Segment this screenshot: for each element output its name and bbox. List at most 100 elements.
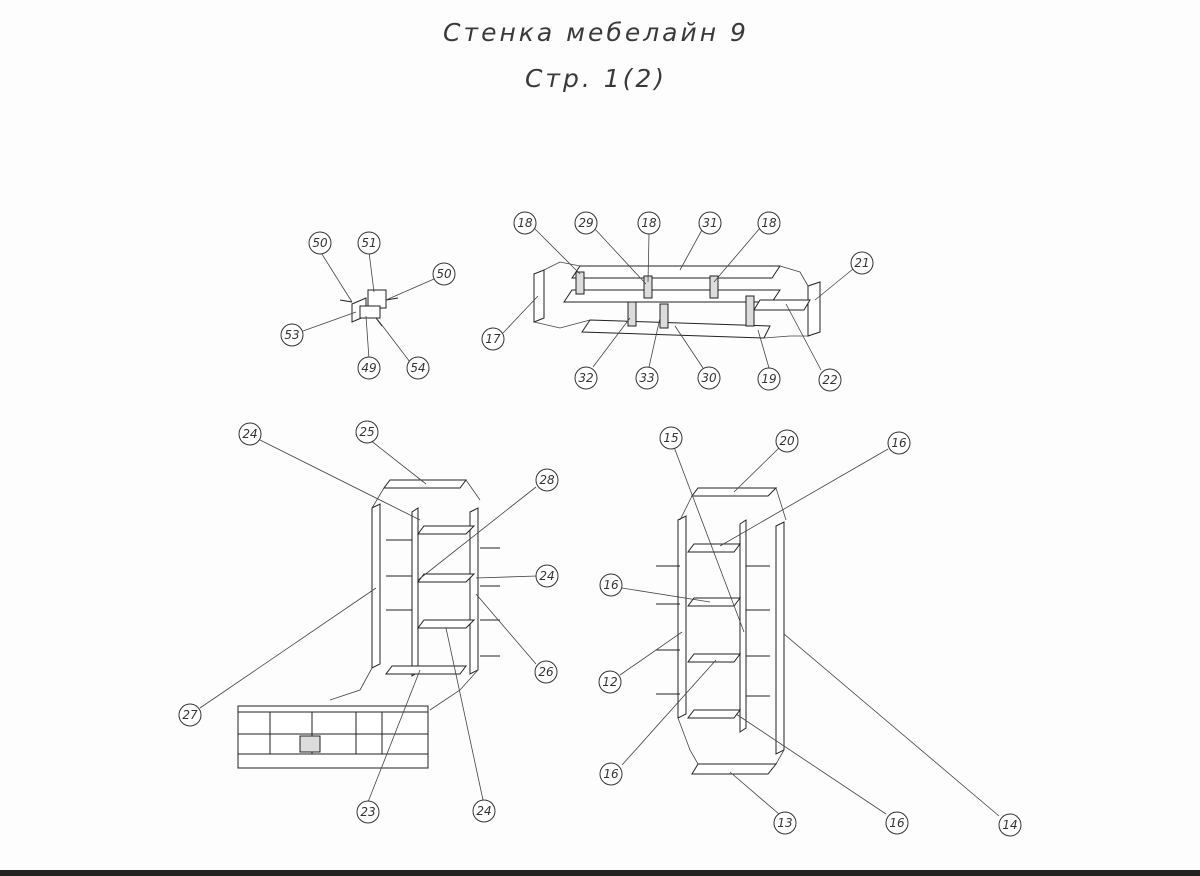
callout: 24 <box>472 799 496 823</box>
wall-shelf-top-board <box>571 265 781 279</box>
wall-shelf-partition <box>627 301 637 327</box>
callout-number: 31 <box>702 216 717 230</box>
callout: 30 <box>697 366 721 390</box>
callout: 13 <box>773 811 797 835</box>
corner-unit-assembly-line <box>429 669 479 711</box>
callout: 27 <box>178 703 202 727</box>
callout-number: 29 <box>578 216 593 230</box>
callout: 15 <box>659 426 683 450</box>
callout: 20 <box>775 429 799 453</box>
callout-number: 15 <box>663 431 678 445</box>
callout-number: 51 <box>361 236 376 250</box>
callouts-tall-cabinet: 15 20 16 16 12 16 13 16 14 <box>598 426 1022 837</box>
callout-number: 27 <box>182 708 198 722</box>
callout: 32 <box>574 366 598 390</box>
callout: 22 <box>818 368 842 392</box>
tall-cabinet-left-side <box>677 515 687 719</box>
callout: 53 <box>280 323 304 347</box>
tall-cabinet-shelf <box>687 709 741 719</box>
callout-number: 16 <box>603 767 619 781</box>
callout: 50 <box>432 262 456 286</box>
tall-cabinet-unit <box>656 487 787 775</box>
wall-shelf-end-board <box>753 299 811 311</box>
callout-number: 24 <box>242 427 257 441</box>
callout: 50 <box>308 231 332 255</box>
page-label: Стр. 1(2) <box>524 64 668 93</box>
callout-number: 24 <box>539 569 554 583</box>
corner-unit-inner-side <box>411 507 419 677</box>
callout-number: 16 <box>603 578 619 592</box>
tall-cabinet-shelf <box>687 543 741 553</box>
wall-shelf-assembly-line <box>543 261 581 271</box>
wall-shelf-assembly-line <box>779 265 809 287</box>
corner-unit <box>237 479 500 769</box>
corner-unit-assembly-line <box>329 667 373 701</box>
wall-shelf-left-side <box>533 269 545 323</box>
wall-shelf-bottom-board <box>581 319 771 339</box>
callout-number: 14 <box>1002 818 1017 832</box>
callout-number: 18 <box>761 216 777 230</box>
callout-number: 16 <box>889 816 905 830</box>
callout-number: 18 <box>641 216 657 230</box>
callout: 33 <box>635 366 659 390</box>
callout: 31 <box>698 211 722 235</box>
low-cabinet-drawer <box>299 735 321 753</box>
callout-number: 30 <box>701 371 717 385</box>
callout: 49 <box>357 356 381 380</box>
callouts-wall-shelf: 18 29 18 31 18 21 17 32 33 30 19 22 <box>481 211 874 392</box>
callout: 51 <box>357 231 381 255</box>
callout-number: 21 <box>854 256 869 270</box>
callout-number: 23 <box>360 805 375 819</box>
wall-shelf-partition <box>709 275 719 299</box>
callout: 54 <box>406 356 430 380</box>
scan-bottom-border <box>0 870 1200 876</box>
callout: 29 <box>574 211 598 235</box>
callout: 19 <box>757 367 781 391</box>
callout-number: 53 <box>284 328 299 342</box>
callout-number: 18 <box>517 216 533 230</box>
callout: 26 <box>534 660 558 684</box>
callout: 24 <box>535 564 559 588</box>
tall-cabinet-assembly-line <box>677 717 699 765</box>
callout: 18 <box>757 211 781 235</box>
tall-cabinet-assembly-line <box>679 495 693 521</box>
callout: 16 <box>887 431 911 455</box>
corner-unit-right-side <box>469 507 479 675</box>
callout: 16 <box>599 762 623 786</box>
wall-shelf-right-side <box>807 281 821 337</box>
small-box-dowel <box>385 297 399 301</box>
wall-shelf-partition <box>659 303 669 329</box>
callout: 16 <box>885 811 909 835</box>
tall-cabinet-bottom-board <box>691 763 778 775</box>
callout-number: 19 <box>761 372 776 386</box>
callout-number: 32 <box>578 371 593 385</box>
callout-number: 13 <box>777 816 792 830</box>
drawing-title: Стенка мебелайн 9 <box>443 18 749 47</box>
callout-number: 20 <box>779 434 795 448</box>
small-box-dowel <box>339 299 353 303</box>
callout: 23 <box>356 800 380 824</box>
callout: 17 <box>481 327 505 351</box>
tall-cabinet-assembly-line <box>775 487 787 521</box>
low-cabinet-body <box>237 705 429 769</box>
corner-unit-shelf <box>417 525 476 535</box>
corner-unit-shelf <box>417 573 476 583</box>
small-box-front-panel <box>359 305 381 319</box>
callout-number: 50 <box>312 236 328 250</box>
tall-cabinet-middle-side <box>739 519 747 733</box>
callout-number: 12 <box>602 675 617 689</box>
small-box-dowel <box>375 317 383 327</box>
small-box-back-panel <box>367 289 387 309</box>
callout: 24 <box>238 422 262 446</box>
callout-number: 54 <box>410 361 425 375</box>
corner-unit-left-side <box>371 503 381 669</box>
wall-shelf-assembly-line <box>763 335 808 339</box>
callout: 14 <box>998 813 1022 837</box>
callout: 18 <box>513 211 537 235</box>
callout-number: 16 <box>891 436 907 450</box>
wall-shelf-partition <box>575 271 585 295</box>
callout-number: 25 <box>359 425 374 439</box>
tall-cabinet-shelf <box>687 597 741 607</box>
